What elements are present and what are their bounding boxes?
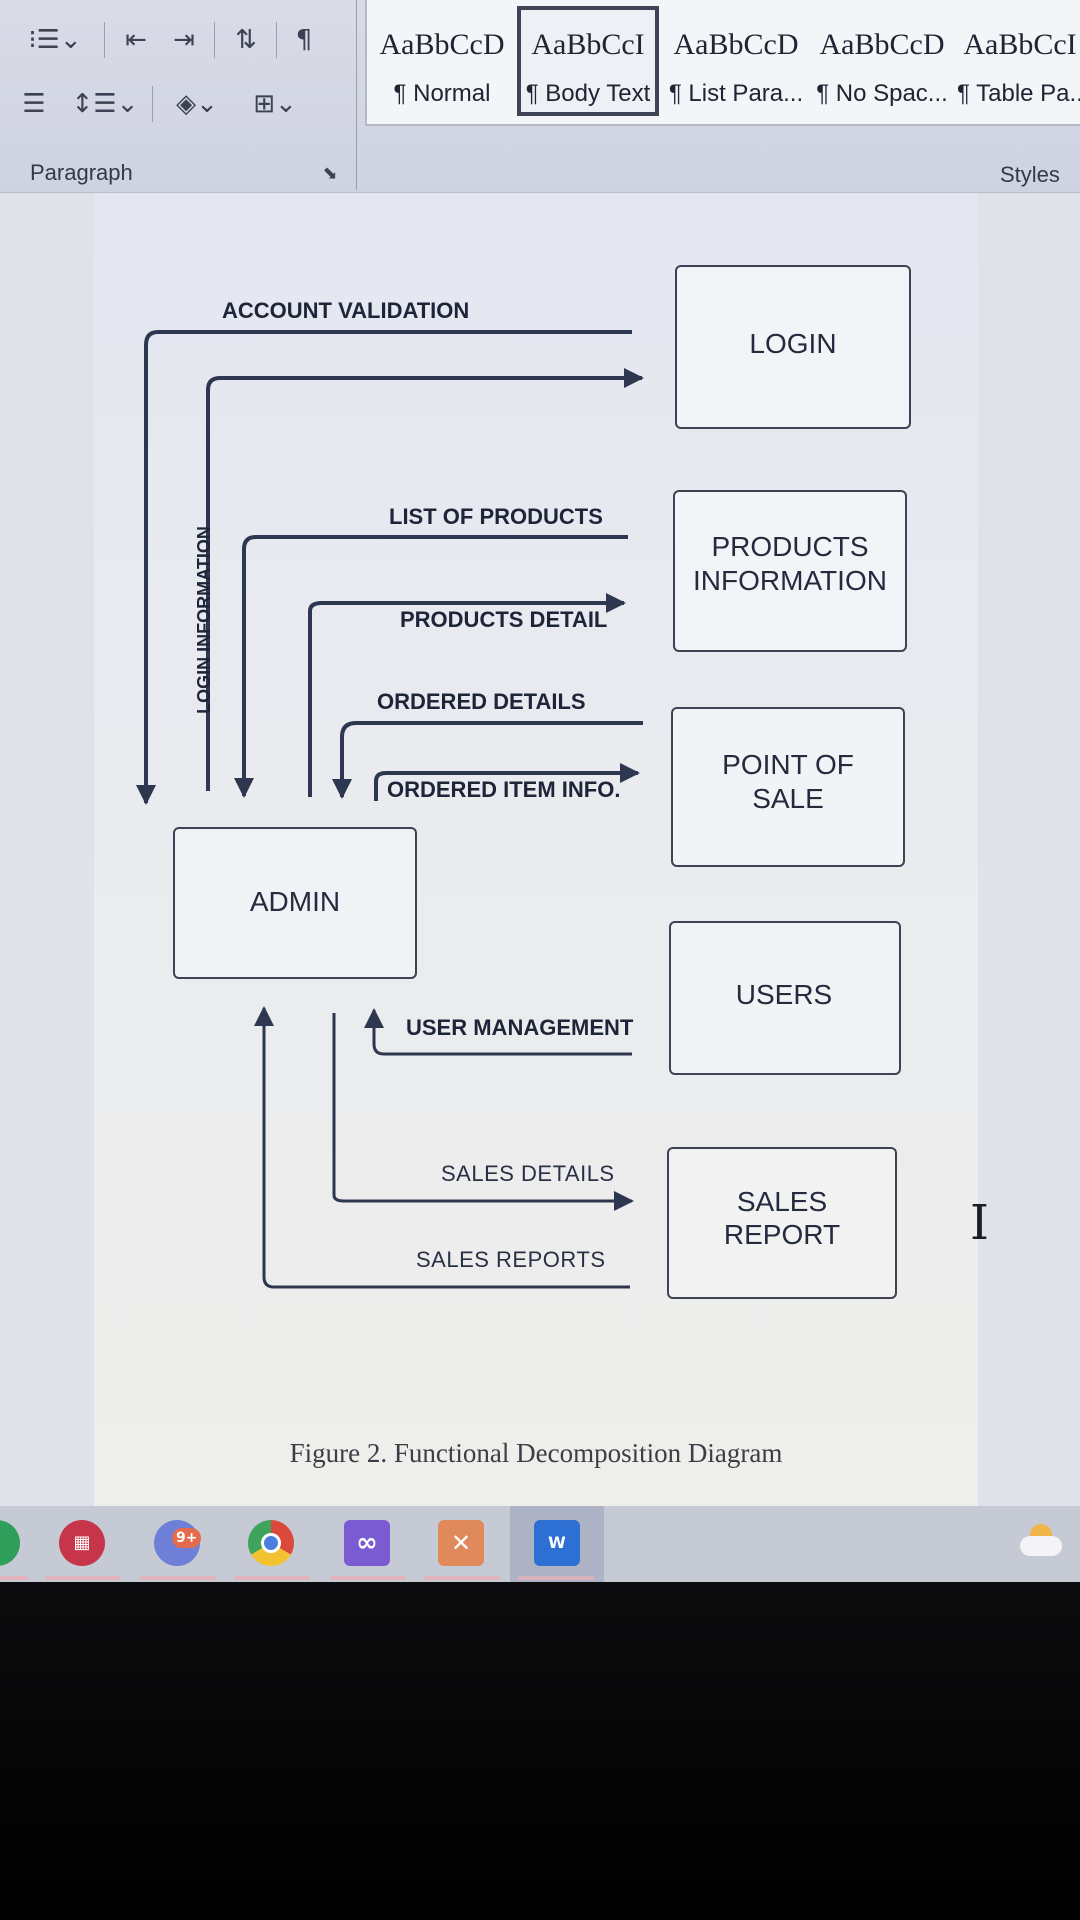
chat-icon[interactable]: 9+ <box>154 1520 202 1566</box>
text-cursor-icon: I <box>970 1195 989 1251</box>
pos-box-label-2: SALE <box>752 783 824 814</box>
styles-group-label: Styles <box>1000 162 1060 187</box>
chrome-icon[interactable] <box>248 1520 294 1566</box>
users-box-label: USERS <box>736 979 832 1010</box>
document-page[interactable]: LOGIN PRODUCTS INFORMATION POINT OF SALE… <box>94 193 978 1506</box>
decrease-indent-icon[interactable]: ⇤ <box>125 25 147 55</box>
taskbar: ▦ 9+ ∞ ✕ W <box>0 1506 1080 1582</box>
document-area[interactable]: LOGIN PRODUCTS INFORMATION POINT OF SALE… <box>0 193 1080 1506</box>
chrome-center <box>261 1533 281 1553</box>
app-indicator <box>0 1576 28 1580</box>
word-taskbar-button[interactable]: W <box>510 1506 604 1582</box>
style-name: ¶ Table Pa... <box>957 80 1080 107</box>
sales-box-label-1: SALES <box>737 1186 827 1217</box>
style-no-spacing[interactable]: AaBbCcD ¶ No Spac... <box>811 6 953 116</box>
borders-icon[interactable]: ⊞⌄ <box>253 89 297 119</box>
ribbon-separator <box>356 0 357 190</box>
users-box <box>669 921 901 1075</box>
styles-gallery: AaBbCcD ¶ Normal AaBbCcI ¶ Body Text AaB… <box>365 0 1080 126</box>
style-sample: AaBbCcD <box>673 28 799 61</box>
style-name: ¶ Normal <box>393 80 491 107</box>
ribbon-separator <box>214 22 215 58</box>
xampp-icon[interactable]: ✕ <box>438 1520 484 1566</box>
ordered-details-arrow <box>332 721 643 799</box>
pos-box-label-1: POINT OF <box>722 749 854 780</box>
style-sample: AaBbCcD <box>379 28 505 61</box>
office-icon[interactable]: ▦ <box>59 1520 105 1566</box>
dialog-launcher-icon[interactable]: ⬊ <box>322 163 338 184</box>
style-name: ¶ Body Text <box>525 80 651 107</box>
app-indicator <box>330 1576 406 1580</box>
style-sample: AaBbCcI <box>963 28 1077 61</box>
style-normal[interactable]: AaBbCcD ¶ Normal <box>371 6 513 116</box>
sales-reports-label: SALES REPORTS <box>416 1247 606 1272</box>
account-validation-label: ACCOUNT VALIDATION <box>222 298 469 323</box>
multilevel-list-icon[interactable]: ⁝☰⌄ <box>28 25 82 55</box>
app-indicator <box>234 1576 310 1580</box>
style-body-text[interactable]: AaBbCcI ¶ Body Text <box>517 6 659 116</box>
sort-icon[interactable]: ⇅ <box>235 25 257 55</box>
cloud-shape <box>1020 1536 1062 1556</box>
sales-report-box <box>667 1147 897 1299</box>
show-formatting-marks-icon[interactable]: ¶ <box>295 25 313 55</box>
app-indicator <box>424 1576 500 1580</box>
products-box-label-2: INFORMATION <box>693 565 887 596</box>
word-icon: W <box>534 1520 580 1566</box>
user-management-arrow <box>364 1008 632 1056</box>
point-of-sale-box <box>671 707 905 867</box>
figure-caption: Figure 2. Functional Decomposition Diagr… <box>289 1438 783 1468</box>
admin-box-label: ADMIN <box>250 886 340 917</box>
login-box <box>675 265 911 429</box>
chat-badge: 9+ <box>172 1528 202 1548</box>
style-name: ¶ No Spac... <box>816 80 948 107</box>
sales-details-label: SALES DETAILS <box>441 1161 615 1186</box>
products-information-box <box>673 490 907 652</box>
sales-reports-arrow <box>254 1006 630 1289</box>
style-table-paragraph[interactable]: AaBbCcI ¶ Table Pa... <box>957 6 1080 116</box>
products-detail-label: PRODUCTS DETAIL <box>400 607 607 632</box>
sales-box-label-2: REPORT <box>724 1219 840 1250</box>
edge-app-icon[interactable] <box>0 1520 20 1566</box>
ordered-details-label: ORDERED DETAILS <box>377 689 586 714</box>
app-indicator <box>140 1576 216 1580</box>
app-indicator <box>45 1576 121 1580</box>
style-list-paragraph[interactable]: AaBbCcD ¶ List Para... <box>665 6 807 116</box>
style-sample: AaBbCcI <box>531 28 645 61</box>
admin-box <box>173 827 417 979</box>
products-detail-arrow <box>308 593 626 797</box>
login-box-label: LOGIN <box>749 328 836 359</box>
justify-icon[interactable]: ☰ <box>22 89 46 119</box>
app-indicator <box>518 1576 594 1580</box>
shading-icon[interactable]: ◈⌄ <box>176 89 218 119</box>
monitor-bezel <box>0 1582 1080 1920</box>
visual-studio-icon[interactable]: ∞ <box>344 1520 390 1566</box>
ordered-item-info-label: ORDERED ITEM INFO. <box>387 777 620 802</box>
style-sample: AaBbCcD <box>819 28 945 61</box>
ribbon-separator <box>276 22 277 58</box>
login-information-arrow <box>206 368 644 791</box>
products-box-label-1: PRODUCTS <box>711 531 868 562</box>
line-spacing-icon[interactable]: ↕☰⌄ <box>71 89 139 119</box>
account-validation-arrow <box>136 330 632 805</box>
weather-cloud-icon[interactable] <box>1016 1522 1066 1562</box>
ribbon-separator <box>152 86 153 122</box>
functional-decomposition-diagram: LOGIN PRODUCTS INFORMATION POINT OF SALE… <box>136 265 911 1299</box>
sales-details-arrow <box>332 1013 634 1211</box>
user-management-label: USER MANAGEMENT <box>406 1015 634 1040</box>
ordered-item-info-arrow <box>374 763 640 801</box>
ribbon-separator <box>104 22 105 58</box>
ribbon: ⁝☰⌄ ⇤ ⇥ ⇅ ¶ ☰ ↕☰⌄ ◈⌄ ⊞⌄ Paragraph ⬊ AaBb… <box>0 0 1080 193</box>
increase-indent-icon[interactable]: ⇥ <box>173 25 195 55</box>
list-of-products-arrow <box>234 535 628 798</box>
list-of-products-label: LIST OF PRODUCTS <box>389 504 603 529</box>
login-information-label: LOGIN INFORMATION <box>194 526 214 714</box>
style-name: ¶ List Para... <box>668 80 804 107</box>
paragraph-group-label: Paragraph <box>30 160 133 185</box>
